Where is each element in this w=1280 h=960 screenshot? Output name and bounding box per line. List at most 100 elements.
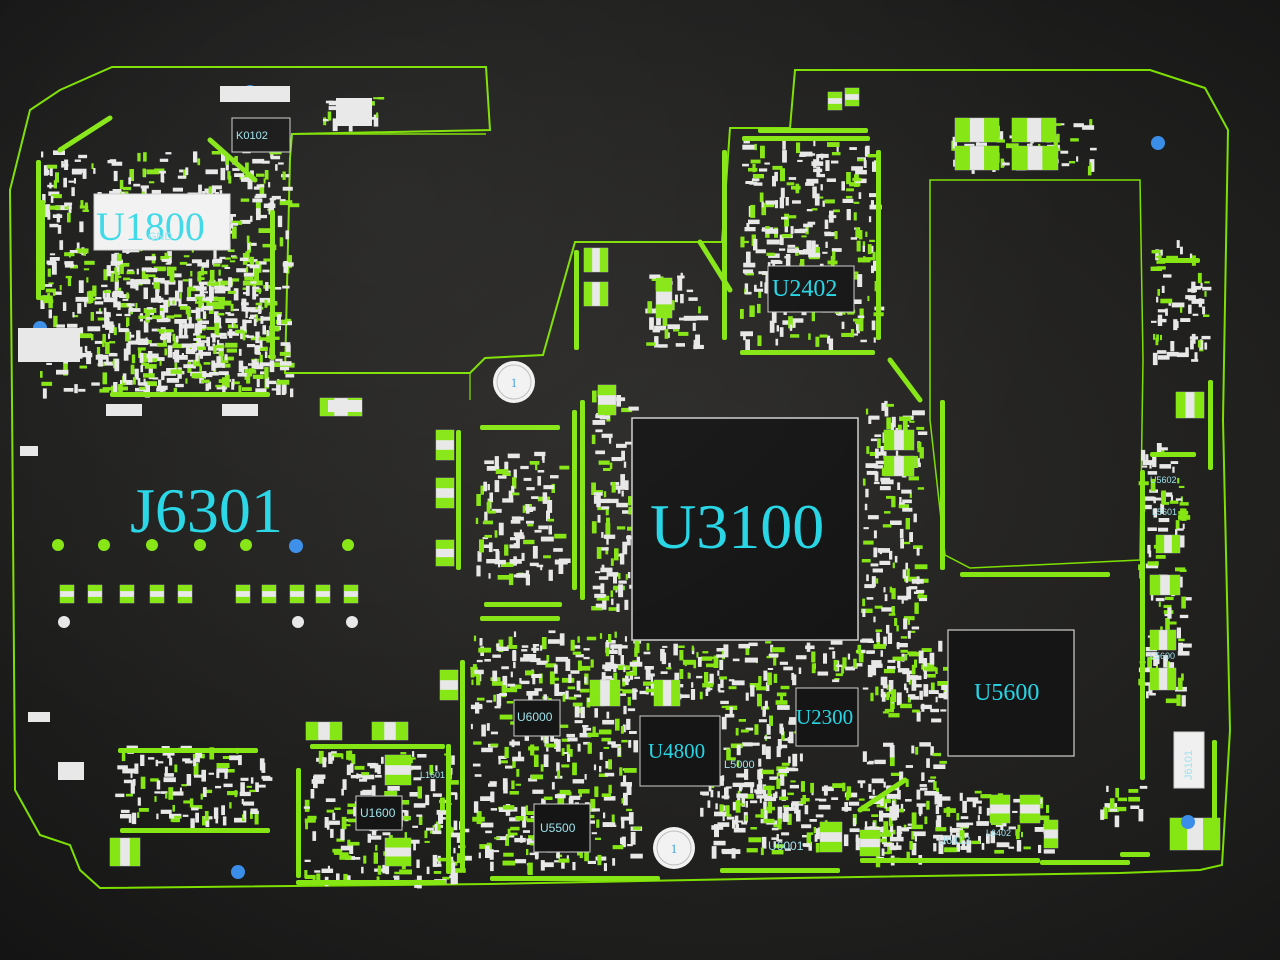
smd-pad [220,280,234,286]
smd-pad [1191,333,1196,344]
smd-pad [155,289,160,300]
smd-pad [264,299,268,308]
smd-pad [453,820,458,831]
smd-pad [572,762,577,776]
smd-pad [106,265,111,277]
smd-pad [216,356,221,368]
smd-pad [68,252,71,258]
component-pad [1041,118,1056,142]
smd-pad [1070,138,1079,142]
smd-pad [132,377,136,385]
smd-pad [191,373,205,379]
smd-pad [598,729,612,735]
smd-pad [486,559,498,564]
smd-pad [787,736,790,743]
smd-pad [769,320,775,333]
smd-pad [974,800,982,804]
smd-pad [615,718,620,731]
smd-pad [639,690,649,695]
smd-pad [986,807,990,816]
smd-pad [618,580,627,584]
smd-pad [124,313,131,317]
smd-pad [377,764,381,775]
smd-pad [595,603,606,608]
smd-pad [263,178,266,184]
smd-pad [744,288,747,294]
smd-pad [750,785,754,794]
smd-pad [212,333,216,343]
smd-pad [911,812,917,825]
smd-pad [693,344,704,349]
smd-pad [1158,518,1170,523]
smd-pad [79,221,84,233]
smd-pad [813,827,817,834]
smd-pad [874,434,882,437]
smd-pad [1142,496,1155,501]
smd-pad [1144,682,1154,686]
smd-pad [494,559,506,565]
component-pad [150,585,164,592]
component-pad [903,456,914,476]
smd-pad [494,456,499,467]
smd-pad [181,304,188,307]
smd-pad [46,260,57,265]
smd-pad [229,260,236,263]
smd-pad [46,164,58,169]
smd-pad [765,682,770,692]
smd-pad [550,475,559,479]
smd-pad [113,382,118,394]
smd-pad [677,275,685,279]
smd-pad [98,308,102,315]
smd-pad [206,326,215,330]
smd-pad [127,340,139,345]
smd-pad [782,805,790,808]
smd-pad [181,784,188,787]
smd-pad [1165,618,1170,630]
smd-pad [856,321,860,331]
smd-pad [555,656,569,662]
smd-pad [646,643,650,651]
smd-pad [227,290,236,294]
smd-pad [868,783,872,792]
smd-pad [1204,291,1207,297]
smd-pad [825,160,830,171]
smd-pad [507,453,520,459]
smd-pad [858,319,864,332]
smd-pad [618,584,624,598]
smd-pad [84,345,88,353]
smd-pad [863,256,866,263]
smd-pad [869,795,878,799]
component-pad [129,838,140,866]
smd-pad [887,666,896,670]
smd-pad [737,820,744,823]
smd-pad [870,563,879,567]
smd-pad [255,331,260,344]
smd-pad [1191,298,1205,304]
smd-pad [836,664,843,667]
smd-pad [164,773,174,777]
smd-pad [250,777,254,784]
smd-pad [231,223,238,226]
smd-pad [512,650,517,661]
smd-pad [510,671,513,678]
smd-pad [724,787,729,800]
smd-pad [707,688,713,691]
smd-pad [1190,339,1194,350]
smd-pad [881,467,885,476]
smd-pad [883,451,887,460]
smd-pad [764,736,771,739]
smd-pad [1182,597,1192,601]
smd-pad [111,385,114,393]
smd-pad [662,645,668,648]
smd-pad [913,684,922,688]
smd-pad [68,180,74,183]
pad-field [18,85,1221,889]
smd-pad [45,288,56,293]
smd-pad [533,754,539,767]
smd-pad [873,644,886,649]
smd-pad [808,252,821,258]
smd-pad [269,312,282,317]
smd-pad [933,781,937,790]
smd-pad [416,814,423,817]
component-pad [1044,838,1058,848]
